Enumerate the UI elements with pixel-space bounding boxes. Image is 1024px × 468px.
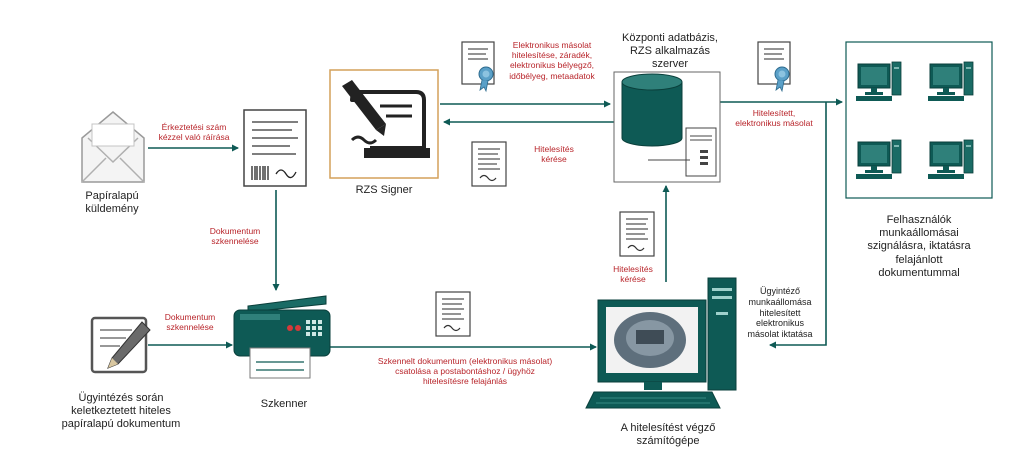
label-signer: RZS Signer: [355, 184, 413, 196]
scanner-icon: [233, 295, 331, 379]
label-case-document: Ügyintézés során keletkeztetett hiteles …: [61, 392, 181, 431]
label-scanner: Szkenner: [260, 398, 308, 410]
certified-document-icon: [757, 41, 791, 92]
label-scanned-doc: Szkennelt dokumentum (elektronikus másol…: [377, 356, 553, 387]
label-scan-1: Dokumentum szkennelése: [209, 226, 261, 247]
database-icon: [621, 73, 683, 147]
label-reg-number: Érkeztetési szám kézzel való ráírása: [158, 122, 230, 143]
document-icon: [471, 141, 507, 187]
envelope-icon: [81, 111, 145, 183]
label-authenticated-copy: Hitelesített, elektronikus másolat: [735, 108, 813, 129]
label-auth-request-2: Hitelesítés kérése: [613, 264, 653, 285]
label-clerk-filing: Ügyintéző munkaállomása hitelesített ele…: [747, 286, 813, 340]
label-auth-request-1: Hitelesítés kérése: [534, 144, 574, 165]
server-box: [613, 71, 721, 183]
label-scan-2: Dokumentum szkennelése: [164, 312, 216, 333]
server-tower-icon: [685, 127, 717, 177]
label-users: Felhasználók munkaállomásai szignálásra,…: [867, 214, 971, 279]
signer-box: [329, 69, 439, 179]
label-paper-mail: Papíralapú küldemény: [85, 190, 139, 216]
registered-document-icon: [243, 109, 307, 187]
label-server: Központi adatbázis, RZS alkalmazás szerv…: [621, 32, 718, 71]
signer-icon: [342, 80, 430, 158]
document-icon: [619, 211, 655, 257]
case-document-icon: [90, 316, 151, 374]
authenticating-computer-icon: [585, 277, 737, 409]
connectors: [148, 98, 843, 351]
label-e-copy-auth: Elektronikus másolat hitelesítése, zárad…: [509, 40, 595, 81]
document-icon: [435, 291, 471, 337]
label-workstation: A hitelesítést végző számítógépe: [620, 422, 716, 448]
arrow-users-to-workstation: [769, 102, 827, 349]
user-workstations-box: [845, 41, 993, 199]
